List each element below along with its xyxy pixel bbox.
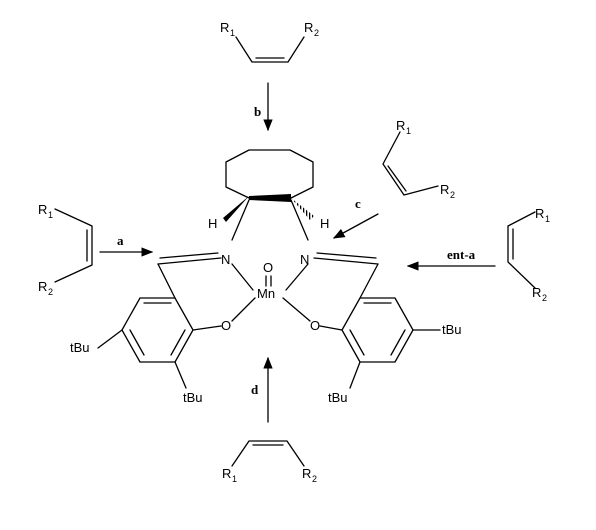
alkene-top: R 1 R 2: [220, 20, 319, 63]
alkene-ur-r1-sub: 1: [406, 126, 411, 136]
h-right: H: [320, 216, 329, 231]
tbu-left-ortho: tBu: [183, 390, 203, 405]
alkene-left-r1-sub: 1: [48, 210, 53, 220]
tbu-left-para: tBu: [70, 340, 90, 355]
alkene-top-r1-sub: 1: [230, 28, 235, 38]
alkene-bottom-r1: R: [222, 466, 231, 481]
alkene-right: R 1 R 2: [507, 206, 550, 303]
alkene-top-r2: R: [304, 20, 313, 35]
alkene-right-r2: R: [532, 285, 541, 300]
phenoxide-o-right: O: [310, 318, 320, 333]
alkene-ur-r2: R: [440, 182, 449, 197]
imine-n-left: N: [221, 252, 230, 267]
alkene-left: R 1 R 2: [38, 202, 93, 297]
alkene-ur-r1: R: [396, 118, 405, 133]
label-b: b: [254, 104, 261, 119]
tbu-right-para: tBu: [442, 322, 462, 337]
label-ent-a: ent-a: [447, 247, 476, 262]
phenoxide-o-left: O: [221, 318, 231, 333]
alkene-right-r1-sub: 1: [545, 214, 550, 224]
alkene-bottom: R 1 R 2: [222, 440, 317, 484]
alkene-upper-right: R 1 R 2: [382, 118, 455, 200]
h-left: H: [208, 216, 217, 231]
alkene-right-r2-sub: 2: [542, 293, 547, 303]
cyclohexane-ring: [223, 149, 314, 241]
alkene-ur-r2-sub: 2: [450, 190, 455, 200]
alkene-bottom-r2: R: [302, 466, 311, 481]
arrow-c: [332, 213, 379, 239]
alkene-top-r2-sub: 2: [314, 28, 319, 38]
label-a: a: [117, 233, 124, 248]
tbu-right-ortho: tBu: [328, 390, 348, 405]
alkene-left-r2: R: [38, 279, 47, 294]
alkene-left-r1: R: [38, 202, 47, 217]
alkene-left-r2-sub: 2: [48, 287, 53, 297]
alkene-bottom-r1-sub: 1: [232, 474, 237, 484]
aromatic-ring-right: [319, 263, 441, 389]
alkene-top-r1: R: [220, 20, 229, 35]
alkene-bottom-r2-sub: 2: [312, 474, 317, 484]
imine-n-right: N: [300, 252, 309, 267]
mn-salen-complex: H H N N Mn O O O tBu t: [70, 149, 462, 405]
label-c: c: [355, 196, 361, 211]
label-d: d: [251, 382, 259, 397]
oxo-o: O: [263, 260, 273, 275]
manganese: Mn: [257, 286, 275, 301]
alkene-right-r1: R: [535, 206, 544, 221]
aromatic-ring-left: [97, 263, 222, 389]
